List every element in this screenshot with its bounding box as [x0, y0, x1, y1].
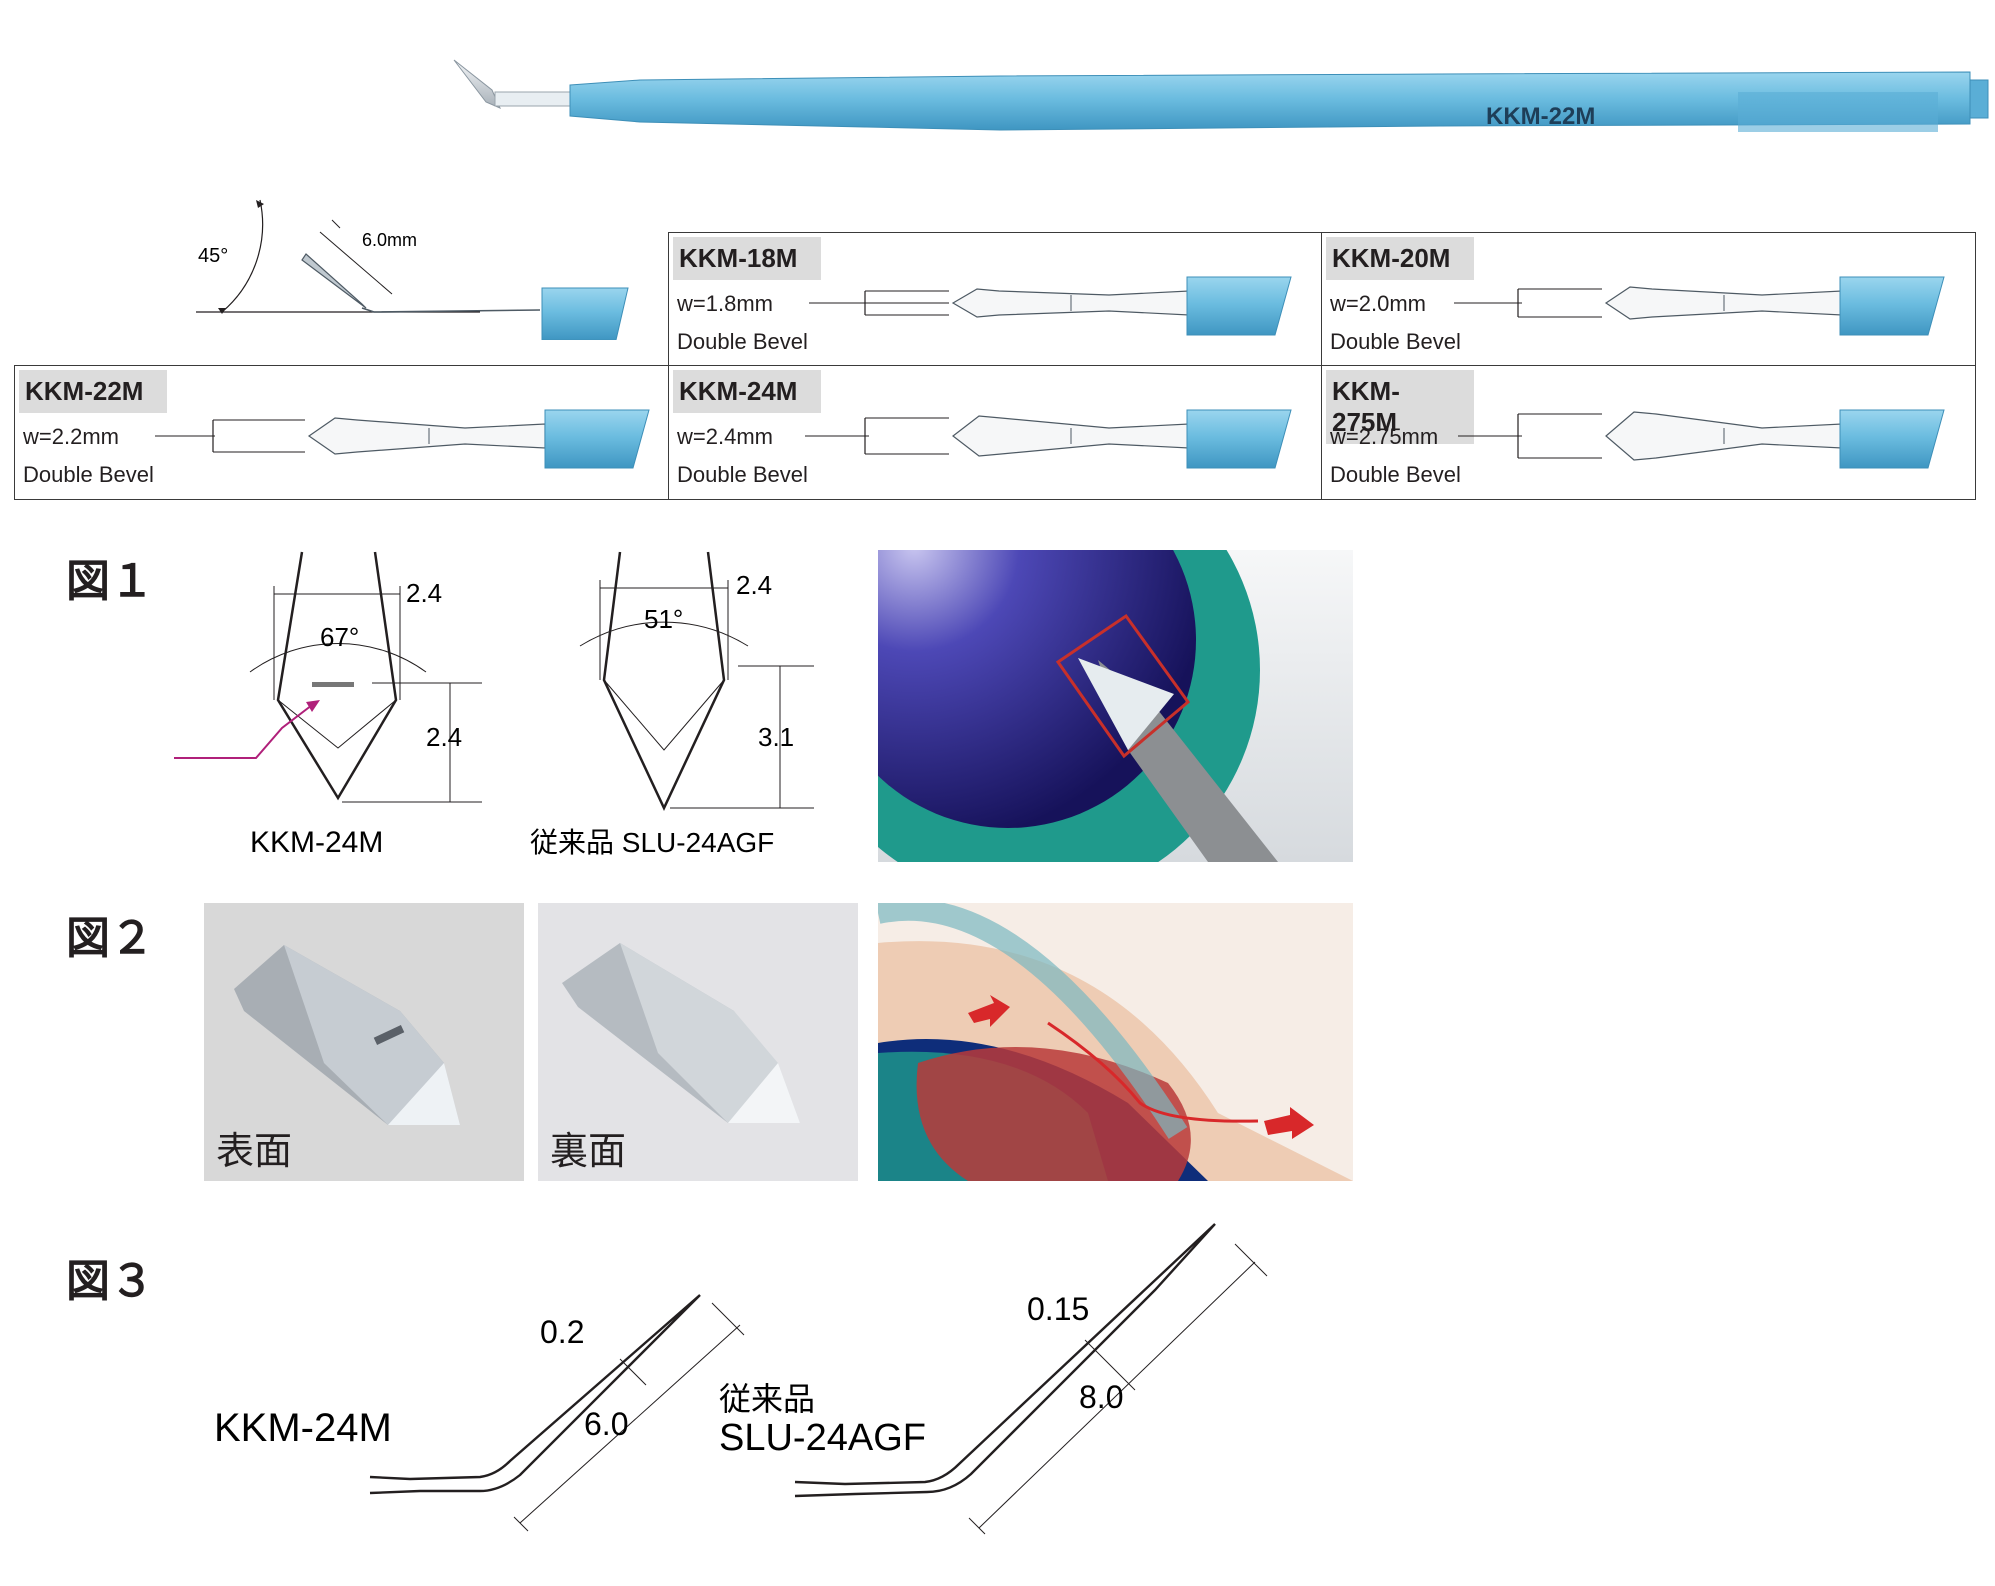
- fig2-back-photo: 裏面: [538, 903, 858, 1181]
- fig1-left-caption: KKM-24M: [250, 826, 383, 859]
- bevel-type: Double Bevel: [23, 462, 154, 487]
- fig1-left-angle: 67°: [320, 622, 359, 652]
- width-value: w=2.4mm: [677, 424, 773, 449]
- product-engraving: KKM-22M: [1486, 103, 1595, 130]
- width-value: w=2.0mm: [1330, 291, 1426, 316]
- fig2-front-caption: 表面: [216, 1129, 293, 1173]
- fig2-label: 図２: [66, 913, 154, 964]
- angle-label: 45°: [198, 245, 228, 267]
- fig3-right-caption-line1: 従来品: [719, 1381, 815, 1417]
- model-name: KKM-18M: [673, 237, 821, 280]
- blade-diagram: [1458, 409, 1945, 469]
- fig3-left-thickness: 0.2: [540, 1314, 584, 1350]
- fig1-right-blade-diagram: 2.4 51° 3.1 従来品 SLU-24AGF: [530, 551, 814, 858]
- fig3-left-caption: KKM-24M: [214, 1406, 392, 1450]
- bevel-type: Double Bevel: [1330, 329, 1461, 354]
- width-value: w=2.75mm: [1330, 424, 1439, 449]
- bevel-type: Double Bevel: [677, 462, 808, 487]
- fig3-right-length: 8.0: [1079, 1379, 1123, 1415]
- fig1-right-width: 2.4: [736, 570, 772, 600]
- fig3-right-caption-line2: SLU-24AGF: [719, 1417, 926, 1459]
- product-photo: KKM-22M: [440, 50, 1995, 190]
- width-value: w=1.8mm: [677, 291, 773, 316]
- fig3-label: 図３: [66, 1256, 154, 1307]
- angle-diagram: 45° 6.0mm: [196, 199, 629, 340]
- spec-cell-kkm-24m: KKM-24M w=2.4mm Double Bevel: [668, 365, 1323, 500]
- length-label: 6.0mm: [362, 230, 417, 250]
- model-name: KKM-24M: [673, 370, 821, 413]
- fig1-left-width: 2.4: [406, 578, 442, 608]
- width-value: w=2.2mm: [23, 424, 119, 449]
- spec-cell-kkm-18m: KKM-18M w=1.8mm Double Bevel: [668, 232, 1323, 367]
- fig1-label: 図１: [66, 556, 154, 607]
- blade-diagram: [1454, 276, 1945, 336]
- blade-diagram: [155, 409, 650, 469]
- spec-cell-kkm-22m: KKM-22M w=2.2mm Double Bevel: [14, 365, 670, 500]
- spec-cell-kkm-275m: KKM-275M w=2.75mm Double Bevel: [1321, 365, 1976, 500]
- fig1-right-length: 3.1: [758, 722, 794, 752]
- fig2-front-photo: 表面: [204, 903, 524, 1181]
- blade-diagram: [809, 276, 1292, 336]
- bevel-type: Double Bevel: [1330, 462, 1461, 487]
- fig3-right-thickness: 0.15: [1027, 1291, 1089, 1327]
- model-name: KKM-275M: [1326, 370, 1474, 444]
- fig2-back-caption: 裏面: [550, 1129, 627, 1173]
- spec-table: KKM-18M w=1.8mm Double Bevel KKM-20M w=2…: [14, 232, 1976, 502]
- fig2-incision-render: [878, 903, 1353, 1181]
- bevel-type: Double Bevel: [677, 329, 808, 354]
- fig1-right-caption: 従来品 SLU-24AGF: [530, 827, 774, 858]
- fig3-right-blade-diagram: 0.15 8.0 従来品 SLU-24AGF: [719, 1223, 1268, 1535]
- fig1-left-length: 2.4: [426, 722, 462, 752]
- fig1-eye-render: [878, 550, 1353, 862]
- spec-cell-kkm-20m: KKM-20M w=2.0mm Double Bevel: [1321, 232, 1976, 367]
- model-name: KKM-22M: [19, 370, 167, 413]
- fig1-right-angle: 51°: [644, 604, 683, 634]
- model-name: KKM-20M: [1326, 237, 1474, 280]
- blade-diagram: [805, 409, 1292, 469]
- fig1-left-blade-diagram: 2.4 67° 2.4 KKM-24M: [174, 551, 482, 859]
- fig3-left-blade-diagram: 0.2 6.0 KKM-24M: [214, 1294, 745, 1532]
- fig3-left-length: 6.0: [584, 1406, 628, 1442]
